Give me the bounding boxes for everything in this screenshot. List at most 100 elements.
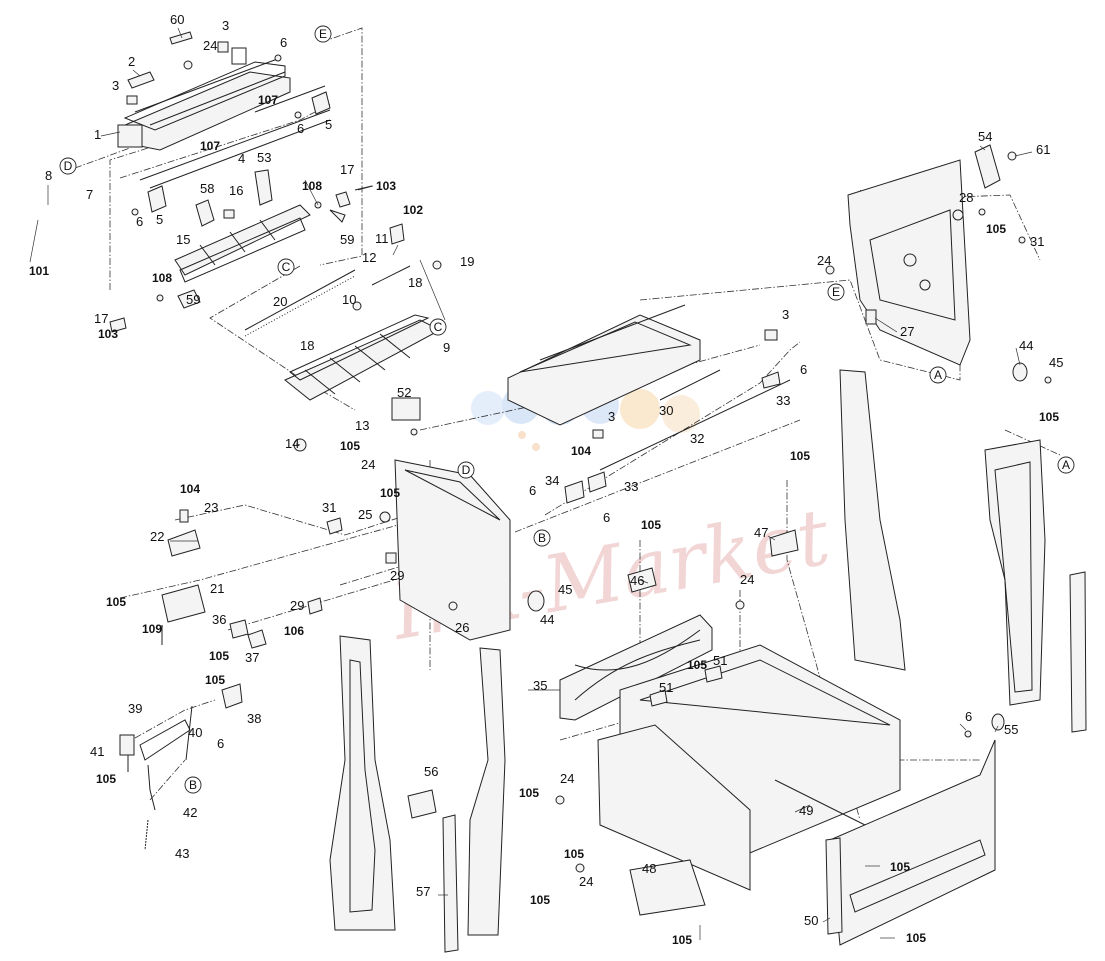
part-label-29: 29 [290, 598, 304, 613]
lever-assembly-39-43 [119, 705, 193, 851]
part-label-57: 57 [416, 884, 430, 899]
reference-circle [314, 25, 332, 43]
part-label-3: 3 [112, 78, 119, 93]
part-label-55: 55 [1004, 722, 1018, 737]
reference-letter: A [1062, 458, 1070, 472]
reference-marker-c: C [429, 318, 447, 336]
paper-guide-15 [156, 204, 311, 309]
part-label-46: 46 [630, 573, 644, 588]
reference-circle [457, 461, 475, 479]
upper-parts-misc [126, 31, 331, 119]
roller-parts [131, 169, 373, 227]
part-label-58: 58 [200, 181, 214, 196]
part-label-48: 48 [642, 861, 656, 876]
reference-marker-b: B [184, 776, 202, 794]
reference-circle [827, 283, 845, 301]
part-label-105: 105 [687, 658, 707, 672]
part-label-6: 6 [800, 362, 807, 377]
base-frame [597, 644, 901, 916]
reference-letter: C [434, 320, 443, 334]
part-label-23: 23 [204, 500, 218, 515]
part-label-17: 17 [340, 162, 354, 177]
part-label-43: 43 [175, 846, 189, 861]
part-label-4: 4 [238, 151, 245, 166]
part-label-30: 30 [659, 403, 673, 418]
solenoid-21 [161, 584, 206, 645]
part-label-102: 102 [403, 203, 423, 217]
part-label-44: 44 [540, 612, 554, 627]
reference-letter: B [189, 778, 197, 792]
part-label-31: 31 [1030, 234, 1044, 249]
part-label-54: 54 [978, 129, 992, 144]
part-label-33: 33 [776, 393, 790, 408]
part-label-59: 59 [186, 292, 200, 307]
reference-marker-e: E [827, 283, 845, 301]
small-parts-mid [109, 223, 442, 333]
part-label-105: 105 [906, 931, 926, 945]
part-label-24: 24 [817, 253, 831, 268]
reference-marker-d: D [59, 157, 77, 175]
part-label-41: 41 [90, 744, 104, 759]
part-label-105: 105 [106, 595, 126, 609]
part-label-6: 6 [529, 483, 536, 498]
part-label-61: 61 [1036, 142, 1050, 157]
part-label-22: 22 [150, 529, 164, 544]
part-label-105: 105 [672, 933, 692, 947]
part-label-24: 24 [579, 874, 593, 889]
part-label-6: 6 [136, 214, 143, 229]
part-label-21: 21 [210, 581, 224, 596]
part-label-59: 59 [340, 232, 354, 247]
shafts-107 [139, 85, 331, 189]
part-label-104: 104 [571, 444, 591, 458]
reference-circle [929, 366, 947, 384]
part-label-6: 6 [280, 35, 287, 50]
part-label-105: 105 [1039, 410, 1059, 424]
reference-letter: D [462, 463, 471, 477]
part-label-13: 13 [355, 418, 369, 433]
part-label-6: 6 [297, 121, 304, 136]
part-label-108: 108 [152, 271, 172, 285]
part-label-105: 105 [519, 786, 539, 800]
reference-letter: E [319, 27, 327, 41]
reference-marker-a: A [929, 366, 947, 384]
part-label-9: 9 [443, 340, 450, 355]
part-label-17: 17 [94, 311, 108, 326]
part-label-42: 42 [183, 805, 197, 820]
part-label-45: 45 [558, 582, 572, 597]
part-label-10: 10 [342, 292, 356, 307]
part-label-40: 40 [188, 725, 202, 740]
part-label-28: 28 [959, 190, 973, 205]
part-label-5: 5 [325, 117, 332, 132]
part-label-18: 18 [300, 338, 314, 353]
side-cover-35 [559, 614, 713, 721]
part-label-105: 105 [986, 222, 1006, 236]
part-label-1: 1 [94, 127, 101, 142]
part-label-105: 105 [340, 439, 360, 453]
reference-letter: D [64, 159, 73, 173]
part-label-11: 11 [375, 231, 389, 246]
part-label-15: 15 [176, 232, 190, 247]
reference-letter: C [282, 260, 291, 274]
brush-20 [244, 269, 356, 337]
reference-circle [1057, 456, 1075, 474]
reference-marker-e: E [314, 25, 332, 43]
part-label-49: 49 [799, 803, 813, 818]
part-label-103: 103 [376, 179, 396, 193]
part-label-105: 105 [209, 649, 229, 663]
part-label-7: 7 [86, 187, 93, 202]
part-label-101: 101 [29, 264, 49, 278]
reference-circle [533, 529, 551, 547]
part-label-105: 105 [790, 449, 810, 463]
lever-parts-36-38 [221, 619, 267, 709]
part-label-38: 38 [247, 711, 261, 726]
part-label-3: 3 [782, 307, 789, 322]
part-label-14: 14 [285, 436, 299, 451]
part-label-105: 105 [564, 847, 584, 861]
part-label-103: 103 [98, 327, 118, 341]
part-label-52: 52 [397, 385, 411, 400]
part-label-104: 104 [180, 482, 200, 496]
reference-marker-a: A [1057, 456, 1075, 474]
